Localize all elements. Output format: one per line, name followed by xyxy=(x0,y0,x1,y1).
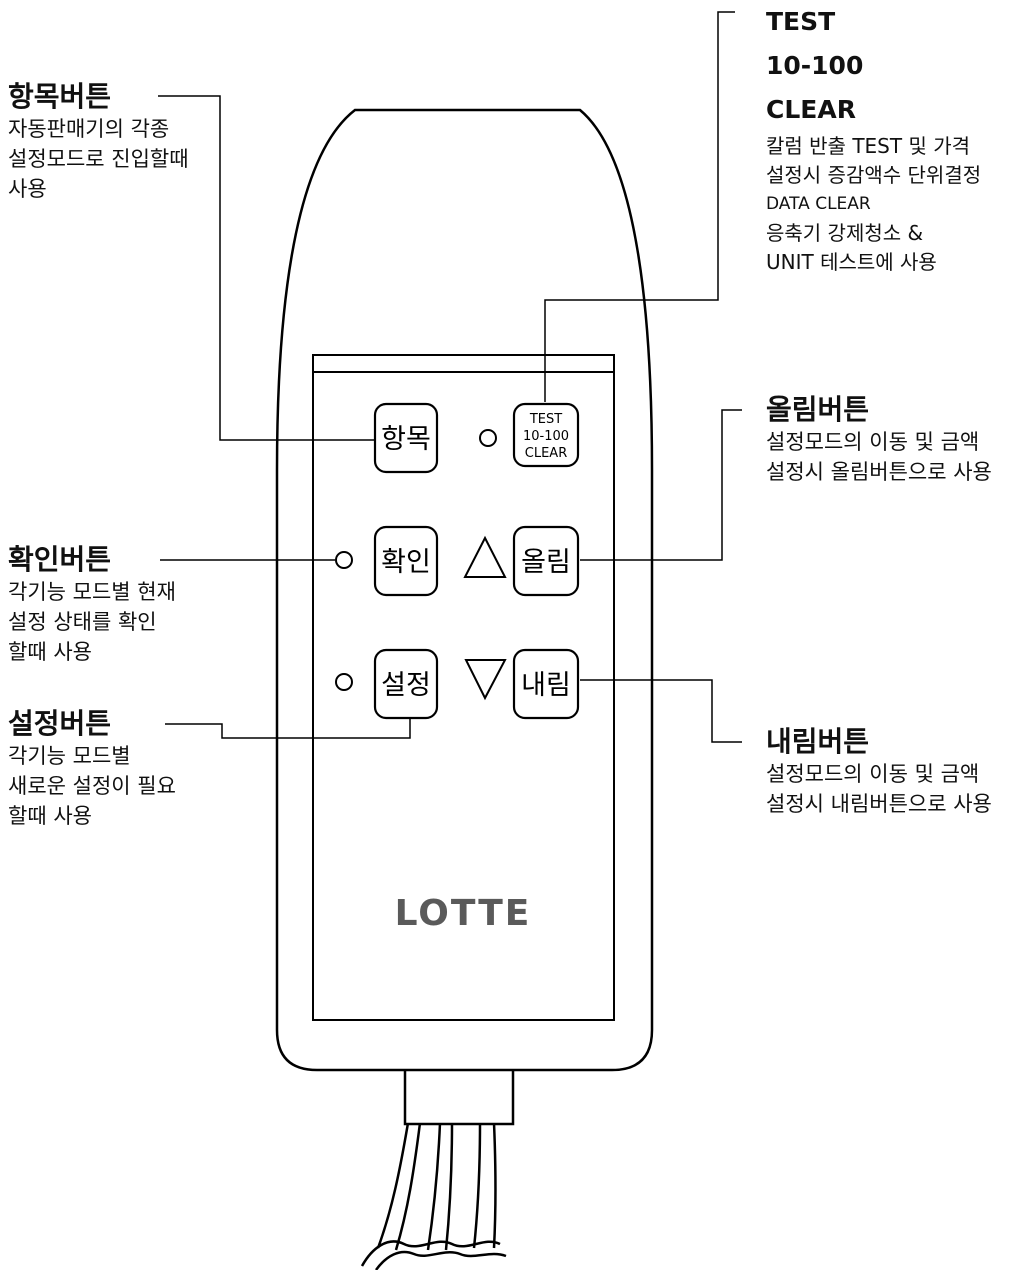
annotation-item: 항목버튼 자동판매기의 각종 설정모드로 진입할때 사용 xyxy=(8,80,189,204)
annotation-test-desc: 칼럼 반출 TEST 및 가격 설정시 증감액수 단위결정 DATA CLEAR… xyxy=(766,132,981,277)
annotation-test-line: UNIT 테스트에 사용 xyxy=(766,250,937,274)
annotation-confirm-line: 각기능 모드별 현재 xyxy=(8,580,176,604)
annotation-item-title: 항목버튼 xyxy=(8,80,112,113)
up-arrow-icon xyxy=(463,535,507,578)
annotation-down-title: 내림버튼 xyxy=(766,725,870,758)
annotation-up-line: 설정시 올림버튼으로 사용 xyxy=(766,460,992,484)
annotation-up-line: 설정모드의 이동 및 금액 xyxy=(766,430,980,454)
annotation-test-title-line: 10-100 xyxy=(766,51,864,80)
annotation-set-desc: 각기능 모드별 새로운 설정이 필요 할때 사용 xyxy=(8,741,176,831)
annotation-down-desc: 설정모드의 이동 및 금액 설정시 내림버튼으로 사용 xyxy=(766,759,992,819)
annotation-confirm-desc: 각기능 모드별 현재 설정 상태를 확인 할때 사용 xyxy=(8,577,176,667)
down-button[interactable]: 내림 xyxy=(512,648,580,720)
annotation-confirm-line: 할때 사용 xyxy=(8,640,92,664)
up-button[interactable]: 올림 xyxy=(512,525,580,597)
up-button-label: 올림 xyxy=(521,547,571,578)
annotation-test-line: 응축기 강제청소 & xyxy=(766,221,924,245)
test-button-label-line3: CLEAR xyxy=(525,446,567,461)
annotation-set-line: 새로운 설정이 필요 xyxy=(8,774,176,798)
down-arrow-icon xyxy=(464,659,507,701)
annotation-item-desc: 자동판매기의 각종 설정모드로 진입할때 사용 xyxy=(8,114,189,204)
indicator-led-item xyxy=(479,429,497,447)
test-button[interactable]: TEST 10-100 CLEAR xyxy=(512,402,580,468)
cable-socket xyxy=(403,1066,515,1126)
cable xyxy=(360,1122,507,1270)
down-button-label: 내림 xyxy=(521,670,571,701)
annotation-up-title: 올림버튼 xyxy=(766,393,870,426)
annotation-set-line: 각기능 모드별 xyxy=(8,744,131,768)
set-button[interactable]: 설정 xyxy=(373,648,439,720)
annotation-item-line: 사용 xyxy=(8,177,47,201)
annotation-set: 설정버튼 각기능 모드별 새로운 설정이 필요 할때 사용 xyxy=(8,707,176,831)
annotation-confirm-line: 설정 상태를 확인 xyxy=(8,610,157,634)
annotation-down-line: 설정모드의 이동 및 금액 xyxy=(766,762,980,786)
test-button-label-line2: 10-100 xyxy=(523,429,569,444)
set-button-label: 설정 xyxy=(381,670,431,701)
annotation-item-line: 설정모드로 진입할때 xyxy=(8,147,189,171)
annotation-up: 올림버튼 설정모드의 이동 및 금액 설정시 올림버튼으로 사용 xyxy=(766,393,992,487)
annotation-up-desc: 설정모드의 이동 및 금액 설정시 올림버튼으로 사용 xyxy=(766,427,992,487)
annotation-test-line: 설정시 증감액수 단위결정 xyxy=(766,163,982,187)
lotte-logo: LOTTE xyxy=(395,893,532,934)
confirm-button[interactable]: 확인 xyxy=(373,525,439,597)
annotation-test-title: TEST 10-100 CLEAR xyxy=(766,0,981,132)
indicator-led-confirm xyxy=(335,551,353,569)
annotation-confirm: 확인버튼 각기능 모드별 현재 설정 상태를 확인 할때 사용 xyxy=(8,543,176,667)
annotation-test-title-line: TEST xyxy=(766,7,836,36)
annotation-confirm-title: 확인버튼 xyxy=(8,543,112,576)
annotation-set-title: 설정버튼 xyxy=(8,707,112,740)
indicator-led-set xyxy=(335,673,353,691)
annotation-down: 내림버튼 설정모드의 이동 및 금액 설정시 내림버튼으로 사용 xyxy=(766,725,992,819)
annotation-test-title-line: CLEAR xyxy=(766,95,856,124)
leader-lines xyxy=(158,11,742,743)
annotation-down-line: 설정시 내림버튼으로 사용 xyxy=(766,792,992,816)
annotation-item-line: 자동판매기의 각종 xyxy=(8,117,170,141)
annotation-test-line: 칼럼 반출 TEST 및 가격 xyxy=(766,134,970,158)
confirm-button-label: 확인 xyxy=(381,547,431,578)
item-button[interactable]: 항목 xyxy=(373,402,439,474)
annotation-test: TEST 10-100 CLEAR 칼럼 반출 TEST 및 가격 설정시 증감… xyxy=(766,0,981,277)
annotation-test-line: DATA CLEAR xyxy=(766,194,871,214)
test-button-label-line1: TEST xyxy=(529,412,562,427)
annotation-set-line: 할때 사용 xyxy=(8,804,92,828)
item-button-label: 항목 xyxy=(381,424,431,455)
